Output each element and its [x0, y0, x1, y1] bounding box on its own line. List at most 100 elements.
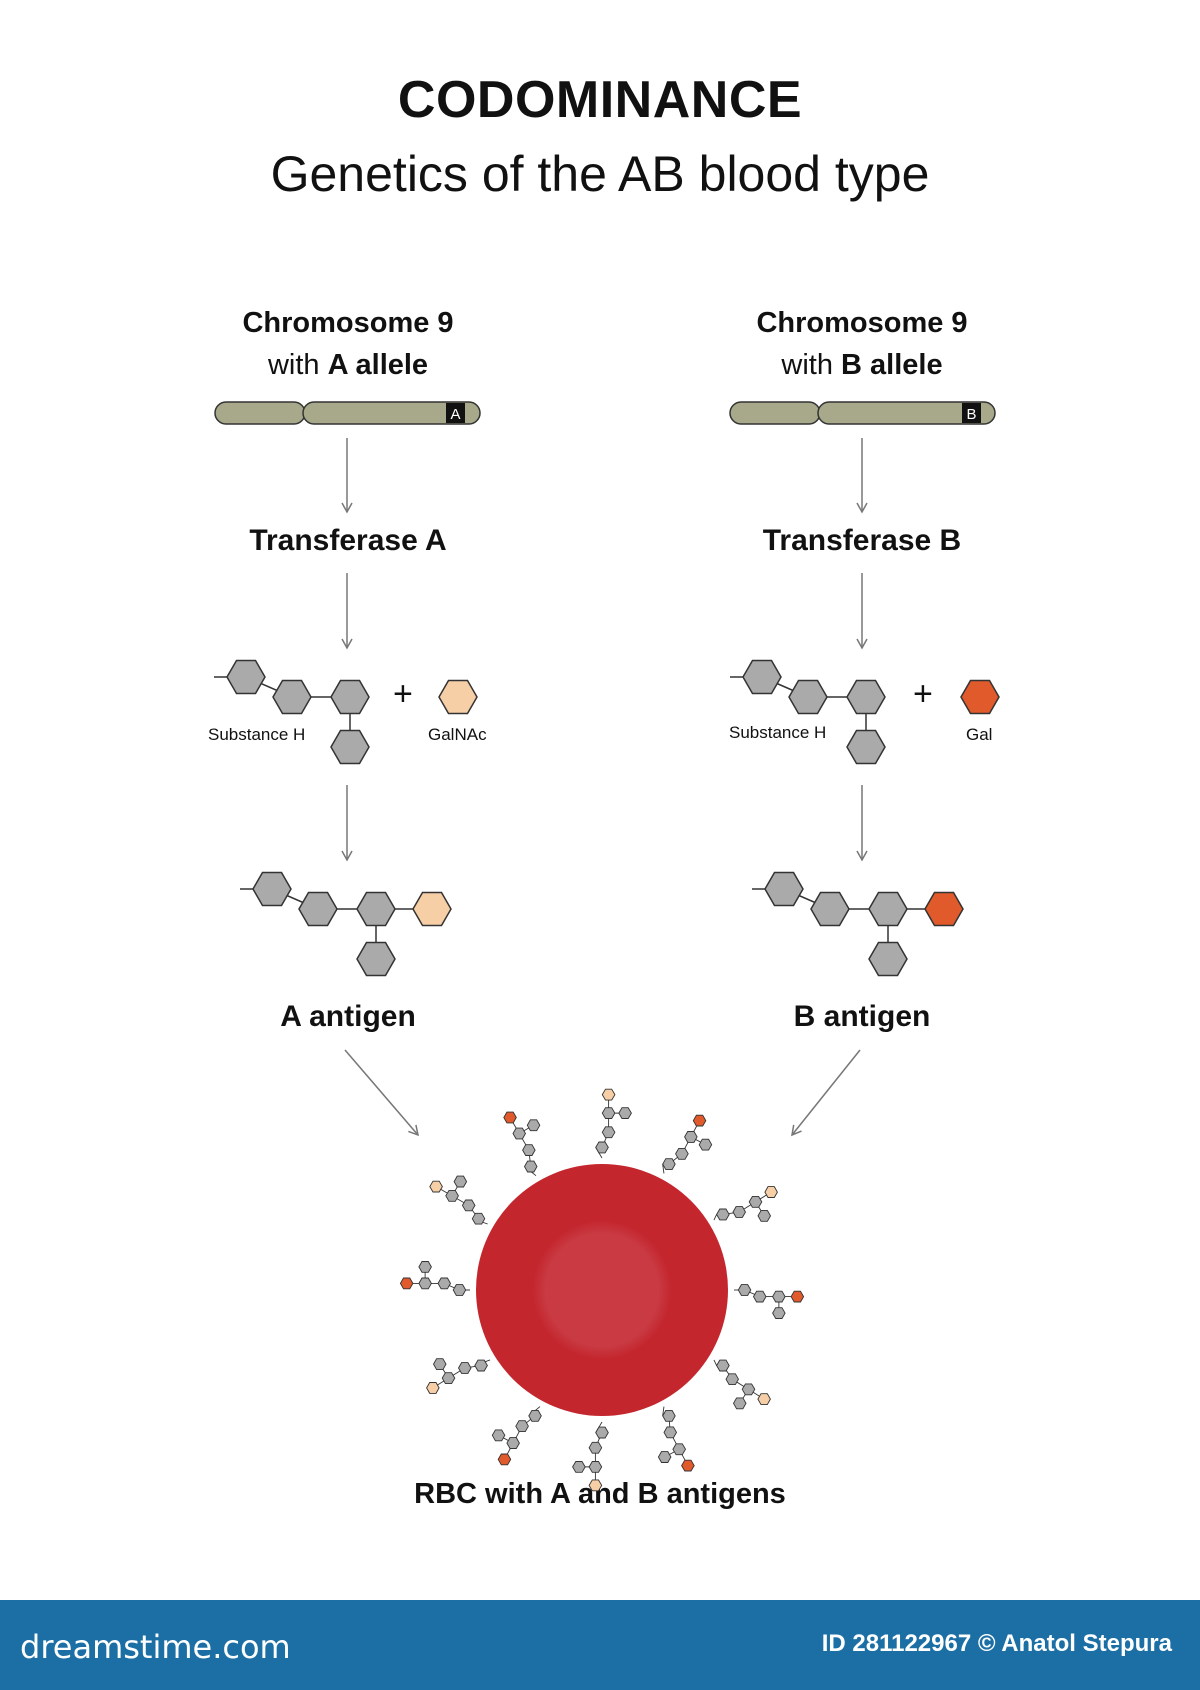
- right-allele-marker: B: [966, 406, 976, 423]
- sugar-hexagon: [418, 1261, 432, 1273]
- left-allele-prefix: with: [267, 349, 328, 381]
- terminal-sugar-hexagon: [426, 1382, 440, 1394]
- terminal-sugar-hexagon: [497, 1453, 512, 1466]
- sugar-hexagon: [846, 729, 886, 765]
- sugar-hexagon: [528, 1409, 542, 1422]
- rbc-antigen: [713, 1186, 778, 1222]
- sugar-hexagon: [418, 1277, 432, 1290]
- sugar-hexagon: [461, 1199, 476, 1212]
- gal-hexagon: [960, 679, 1000, 715]
- sugar-hexagon: [432, 1358, 447, 1371]
- right-chromosome: B: [729, 401, 996, 425]
- sugar-hexagon: [732, 1397, 747, 1410]
- sugar-hexagon: [595, 1426, 609, 1439]
- rbc-surface-antigens: [399, 1088, 805, 1492]
- sugar-hexagon: [757, 1209, 772, 1222]
- right-chromosome-label: Chromosome 9 with B allele: [712, 302, 1012, 386]
- sugar-hexagon: [526, 1119, 541, 1132]
- sugar-hexagon: [356, 941, 396, 977]
- terminal-sugar-hexagon: [757, 1393, 771, 1406]
- right-enzyme-label: Transferase B: [762, 524, 962, 557]
- terminal-sugar-hexagon: [601, 1088, 616, 1101]
- sugar-hexagon: [588, 1441, 603, 1454]
- sugar-hexagon: [252, 871, 292, 907]
- sugar-hexagon: [601, 1126, 616, 1139]
- right-antigen-label: B antigen: [793, 1000, 931, 1033]
- bond-line: [662, 1164, 665, 1174]
- bond-line: [713, 1214, 718, 1221]
- galnac-sugar: [438, 679, 478, 715]
- sugar-hexagon: [356, 891, 396, 927]
- right-b-antigen-molecule: [752, 871, 964, 977]
- terminal-sugar-hexagon: [692, 1114, 707, 1127]
- rbc-antigen: [713, 1359, 771, 1410]
- diagram-title: CODOMINANCE: [397, 71, 803, 129]
- rbc-antigen: [657, 1406, 695, 1472]
- right-plus-sign: +: [913, 675, 933, 713]
- gal-sugar: [960, 679, 1000, 715]
- left-a-antigen-molecule: [240, 871, 452, 977]
- sugar-hexagon: [741, 1383, 756, 1396]
- sugar-hexagon: [330, 729, 370, 765]
- sugar-hexagon: [752, 1290, 767, 1303]
- terminal-sugar-hexagon: [764, 1186, 778, 1198]
- footer-brand: dreamstime.com: [20, 1628, 291, 1666]
- sugar-hexagon: [742, 659, 782, 695]
- footer-bar: dreamstime.com ID 281122967 © Anatol Ste…: [0, 1600, 1200, 1690]
- left-antigen-label: A antigen: [280, 1000, 416, 1033]
- sugar-hexagon: [716, 1208, 730, 1221]
- sugar-hexagon: [675, 1147, 689, 1160]
- rbc-antigen: [572, 1421, 609, 1492]
- sugar-hexagon: [445, 1189, 459, 1202]
- galnac-hexagon: [438, 679, 478, 715]
- rbc-antigen: [429, 1175, 488, 1225]
- rbc-antigen: [491, 1406, 542, 1466]
- sugar-hexagon: [226, 659, 266, 695]
- right-substance-label: Substance H: [729, 723, 827, 742]
- sugar-hexagon: [330, 679, 370, 715]
- sugar-hexagon: [657, 1451, 672, 1463]
- sugar-hexagon: [772, 1290, 786, 1303]
- sugar-hexagon: [663, 1426, 678, 1439]
- sugar-hexagon: [698, 1138, 713, 1151]
- sugar-hexagon: [506, 1437, 520, 1449]
- sugar-hexagon: [732, 1206, 747, 1218]
- codominance-diagram: A B: [214, 401, 1000, 1492]
- sugar-hexagon: [868, 891, 908, 927]
- bond-line: [713, 1359, 718, 1366]
- terminal-sugar-hexagon: [503, 1111, 517, 1124]
- terminal-sugar-hexagon: [924, 891, 964, 927]
- sugar-hexagon: [272, 679, 312, 715]
- sugar-hexagon: [788, 679, 828, 715]
- terminal-sugar-hexagon: [399, 1277, 414, 1290]
- rbc-antigen: [426, 1358, 491, 1394]
- left-arrow-to-rbc: [344, 1049, 420, 1137]
- sugar-hexagon: [662, 1409, 676, 1422]
- sugar-hexagon: [452, 1284, 467, 1296]
- sugar-hexagon: [522, 1144, 536, 1156]
- sugar-hexagon: [672, 1443, 687, 1456]
- sugar-hexagon: [491, 1429, 506, 1442]
- sugar-hexagon: [523, 1160, 538, 1173]
- sugar-hexagon: [474, 1359, 488, 1372]
- bond-line: [662, 1406, 665, 1416]
- rbc-antigen: [399, 1261, 470, 1296]
- left-plus-sign: +: [393, 675, 413, 713]
- right-allele-prefix: with: [781, 349, 842, 381]
- rbc-antigen: [662, 1114, 713, 1174]
- rbc-antigen: [734, 1284, 805, 1319]
- sugar-hexagon: [772, 1307, 786, 1319]
- sugar-hexagon: [601, 1107, 616, 1119]
- terminal-sugar-hexagon: [412, 891, 452, 927]
- sugar-hexagon: [737, 1284, 752, 1296]
- sugar-hexagon: [748, 1195, 763, 1208]
- left-allele-marker: A: [450, 406, 460, 423]
- rbc-antigen: [503, 1111, 541, 1177]
- left-substance-h-molecule: [214, 659, 370, 765]
- terminal-sugar-hexagon: [588, 1479, 603, 1492]
- terminal-sugar-hexagon: [790, 1290, 805, 1303]
- left-sugar-label: GalNAc: [428, 725, 487, 744]
- left-chromosome: A: [214, 401, 481, 425]
- right-allele-name: B allele: [841, 349, 943, 381]
- left-allele-name: A allele: [327, 349, 429, 381]
